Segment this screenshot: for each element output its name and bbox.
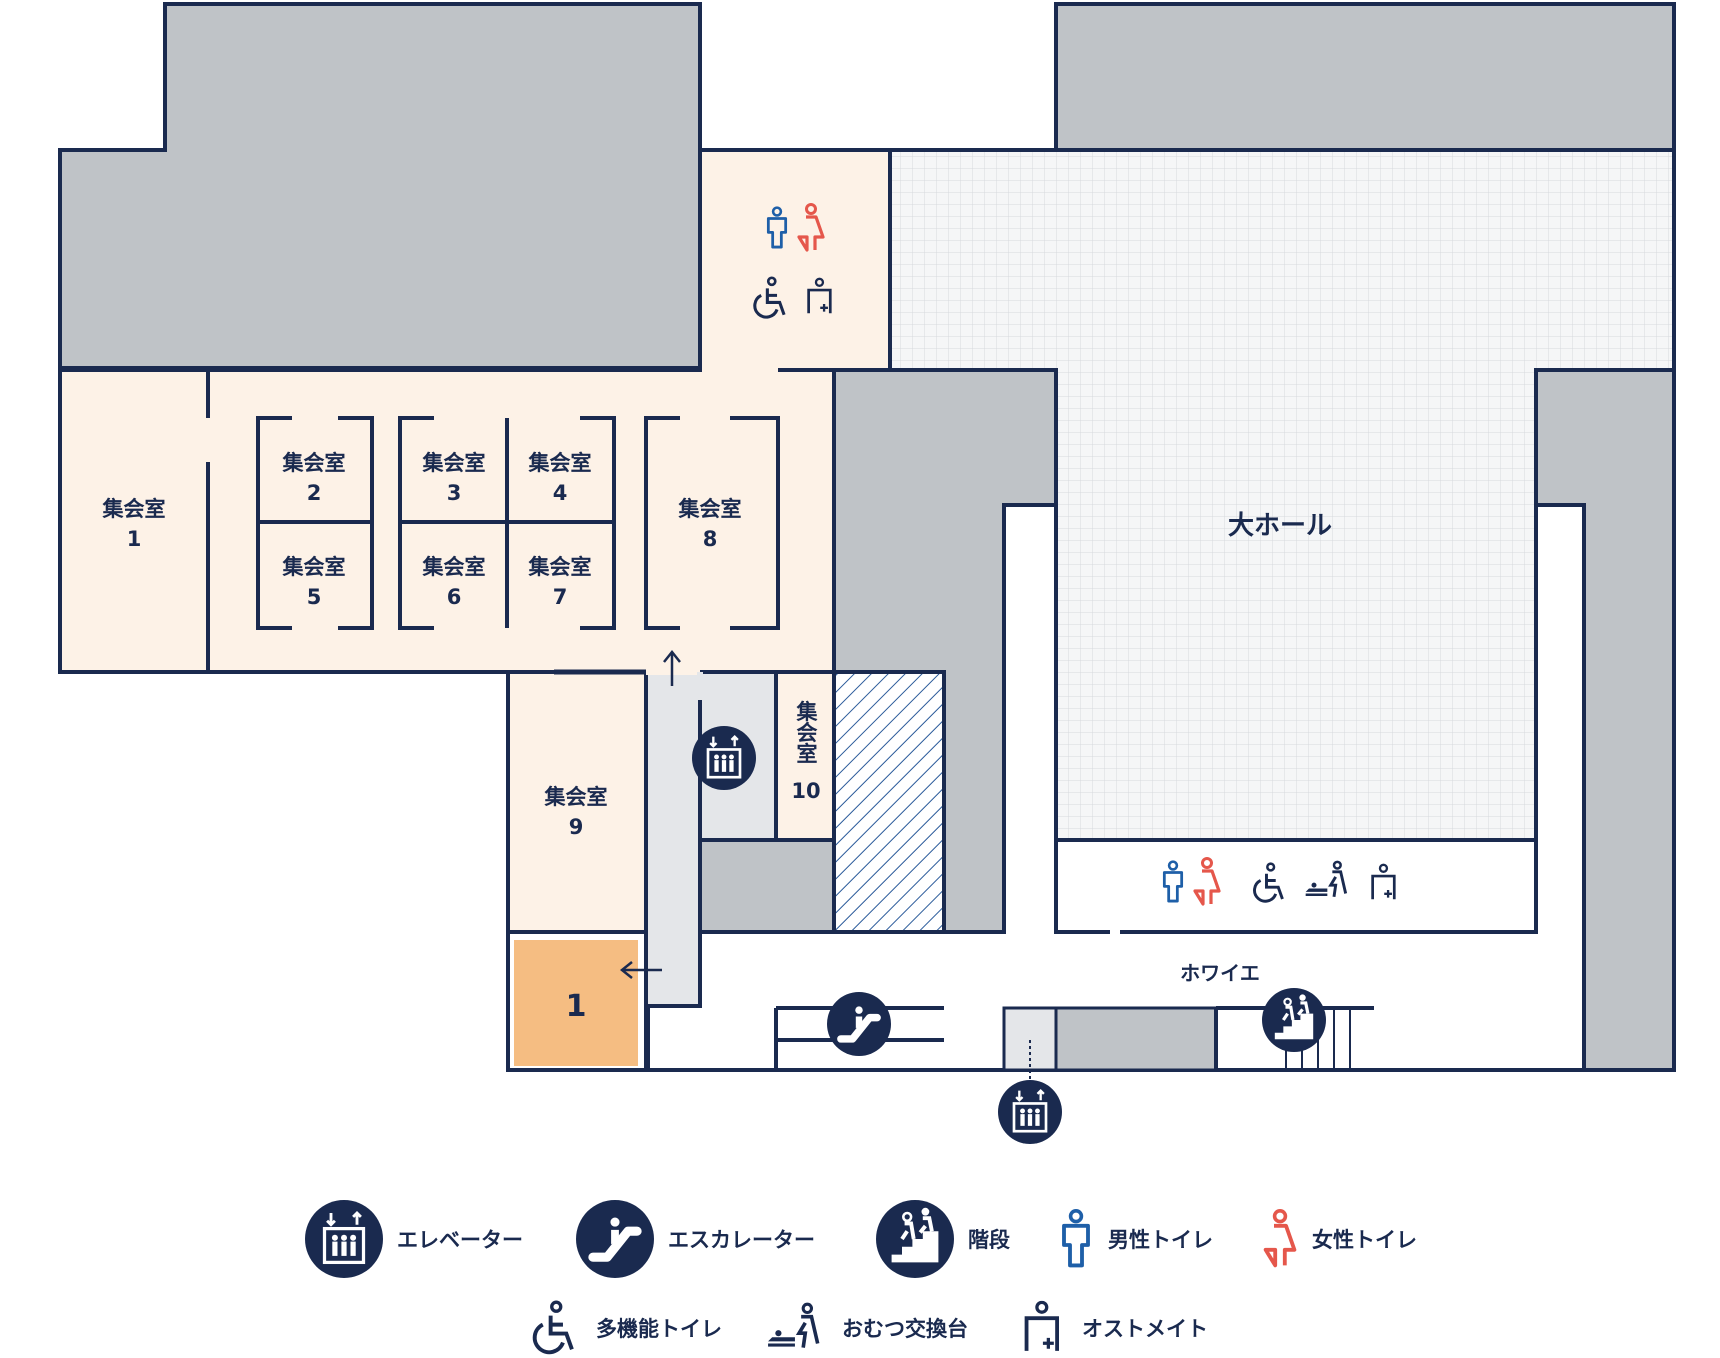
legend-escalator-label: エスカレーター (668, 1228, 815, 1252)
legend-female-toilet-label: 女性トイレ (1312, 1228, 1417, 1252)
room-9-number: 9 (569, 815, 584, 839)
legend-ostomate: オストメイト (1020, 1298, 1208, 1358)
room-1-name: 集会室 (102, 497, 166, 521)
room-8-number: 8 (703, 527, 718, 551)
current-location-box[interactable] (514, 940, 638, 1066)
legend-elevator: エレベーター (305, 1200, 523, 1278)
direction-arrow-left (619, 961, 662, 979)
legend-escalator: エスカレーター (576, 1200, 815, 1278)
gray-block-top-left (58, 2, 702, 370)
gray-block-top-right (1054, 2, 1676, 152)
foyer-name: ホワイエ (1180, 961, 1260, 985)
room-7-name: 集会室 (528, 555, 592, 579)
elevator-icon (692, 726, 756, 790)
room-9-name: 集会室 (544, 785, 608, 809)
room-3-name: 集会室 (422, 451, 486, 475)
ostomate-icon (1024, 1300, 1060, 1353)
room-5-number: 5 (307, 585, 322, 609)
room-4-name: 集会室 (528, 451, 592, 475)
legend-diaper-changing-label: おむつ交換台 (842, 1317, 968, 1341)
room-2-number: 2 (307, 481, 322, 505)
stairs-icon (1262, 988, 1326, 1052)
room-10-name: 集会室 (794, 700, 819, 764)
room-5-name: 集会室 (282, 555, 346, 579)
legend-female-toilet: 女性トイレ (1262, 1200, 1417, 1278)
room-8-name: 集会室 (678, 497, 742, 521)
legend-stairs-label: 階段 (968, 1228, 1010, 1252)
room-6-name: 集会室 (422, 555, 486, 579)
wheelchair-icon (532, 1300, 574, 1355)
diaper-changing-icon (766, 1302, 820, 1350)
legend-male-toilet-label: 男性トイレ (1108, 1228, 1213, 1252)
room-10-number: 10 (791, 779, 820, 803)
gray-block-small (698, 838, 836, 934)
legend-stairs: 階段 (876, 1200, 1010, 1278)
hatched-void (832, 670, 946, 934)
room-3-number: 3 (447, 481, 462, 505)
legend-ostomate-label: オストメイト (1082, 1317, 1208, 1341)
male-toilet-icon (1062, 1209, 1090, 1268)
room-1-number: 1 (127, 527, 142, 551)
room-4-number: 4 (553, 481, 568, 505)
hall-name: 大ホール (1228, 511, 1332, 541)
room-walls (206, 368, 834, 675)
stairs-icon (876, 1200, 954, 1278)
escalator-icon (576, 1200, 654, 1278)
elevator-icon (998, 1080, 1062, 1144)
legend-multipurpose-toilet-label: 多機能トイレ (596, 1317, 722, 1341)
elevator-icon (305, 1200, 383, 1278)
corridor-path (644, 670, 702, 1008)
room-7-number: 7 (553, 585, 568, 609)
room-6-number: 6 (447, 585, 462, 609)
legend-diaper-changing: おむつ交換台 (766, 1298, 968, 1358)
female-toilet-icon (1263, 1209, 1297, 1268)
legend: エレベーター エスカレーター 階段 男性トイレ 女性トイレ 多機能トイレ おむつ… (0, 1170, 1720, 1356)
hall-toilet-strip (1054, 838, 1538, 934)
escalator-icon (827, 992, 891, 1056)
room-2-name: 集会室 (282, 451, 346, 475)
direction-arrow-up (663, 649, 681, 686)
gray-block-bottom (1054, 1006, 1218, 1072)
legend-multipurpose-toilet: 多機能トイレ (526, 1298, 722, 1358)
legend-male-toilet: 男性トイレ (1058, 1200, 1213, 1278)
current-location-number: 1 (566, 989, 587, 1024)
legend-elevator-label: エレベーター (397, 1228, 523, 1252)
room-10[interactable] (774, 670, 836, 842)
